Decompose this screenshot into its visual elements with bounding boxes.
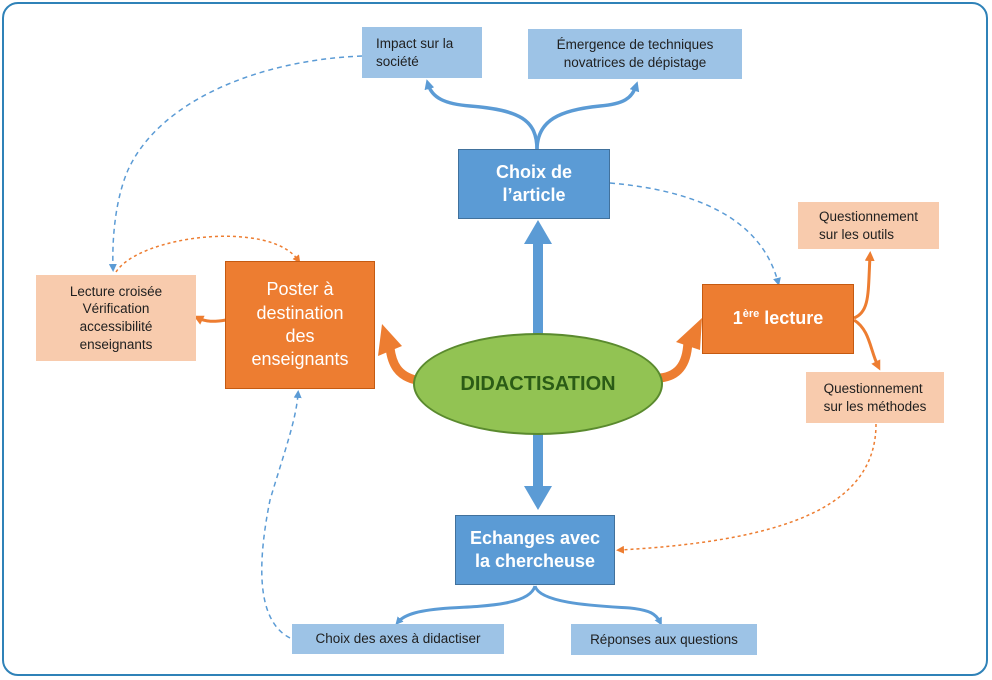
center-label: DIDACTISATION	[460, 372, 616, 395]
node-poster-line1: Poster à	[266, 279, 334, 300]
node-echanges: Echanges avec la chercheuse	[455, 515, 615, 585]
arrow-choix-to-impact	[424, 79, 539, 151]
detail-impact-line2: société	[376, 53, 419, 69]
arrow-echanges-to-reponses	[533, 585, 662, 626]
detail-questionnement-methodes-line2: sur les méthodes	[823, 398, 927, 414]
node-poster-line3: des	[285, 326, 315, 346]
node-choix-article-line1: Choix de	[495, 161, 572, 182]
detail-impact: Impact sur la société	[362, 27, 482, 78]
detail-choix-axes: Choix des axes à didactiser	[292, 624, 504, 654]
detail-reponses-label: Réponses aux questions	[590, 631, 738, 647]
detail-lecture-croisee: Lecture croisée Vérification accessibili…	[36, 275, 196, 361]
node-premiere-lecture-rest: lecture	[759, 308, 824, 329]
detail-lecture-croisee-line2: Vérification	[82, 301, 150, 317]
detail-emergence-line1: Émergence de techniques	[556, 37, 714, 53]
detail-lecture-croisee-line4: enseignants	[79, 336, 153, 352]
dashed-lecture-croisee-to-poster	[115, 235, 301, 273]
arrow-lecture-to-methodes	[853, 318, 881, 371]
node-choix-article-line2: l’article	[502, 185, 566, 205]
detail-choix-axes-label: Choix des axes à didactiser	[315, 631, 481, 647]
dashed-axes-to-poster	[261, 390, 302, 639]
arrow-center-to-poster	[378, 324, 418, 385]
node-premiere-lecture: 1ère lecture	[702, 284, 854, 354]
detail-emergence: Émergence de techniques novatrices de dé…	[528, 29, 742, 79]
arrow-center-to-lecture	[659, 318, 702, 383]
detail-questionnement-outils-line1: Questionnement	[818, 208, 919, 224]
dashed-methodes-to-echanges	[616, 423, 877, 554]
arrow-poster-to-lecture-croisee	[193, 315, 227, 325]
detail-lecture-croisee-line1: Lecture croisée	[69, 283, 163, 299]
detail-lecture-croisee-line3: accessibilité	[79, 319, 153, 334]
detail-questionnement-outils-line2: sur les outils	[818, 226, 894, 242]
detail-reponses: Réponses aux questions	[571, 624, 757, 655]
node-premiere-lecture-sup: ère	[742, 308, 760, 321]
arrow-center-to-choix	[524, 220, 552, 335]
arrow-lecture-to-outils	[853, 251, 875, 320]
detail-emergence-line2: novatrices de dépistage	[563, 55, 707, 70]
detail-questionnement-methodes: Questionnement sur les méthodes	[806, 372, 944, 423]
arrow-center-to-echanges	[524, 434, 552, 510]
detail-questionnement-outils: Questionnement sur les outils	[798, 202, 939, 249]
detail-impact-line1: Impact sur la	[376, 35, 454, 51]
node-echanges-line1: Echanges avec	[469, 527, 601, 548]
detail-questionnement-methodes-line1: Questionnement	[823, 380, 923, 396]
dashed-impact-to-lecture-croisee	[108, 55, 363, 272]
node-echanges-line2: la chercheuse	[474, 551, 596, 571]
node-poster-line4: enseignants	[251, 349, 349, 370]
node-choix-article: Choix de l’article	[458, 149, 610, 219]
arrow-choix-to-emergence	[535, 81, 640, 151]
arrow-echanges-to-axes	[395, 585, 537, 626]
dashed-choix-to-lecture	[609, 182, 781, 286]
center-didactisation: DIDACTISATION	[413, 333, 663, 435]
node-poster: Poster à destination des enseignants	[225, 261, 375, 389]
node-poster-line2: destination	[256, 302, 344, 323]
node-premiere-lecture-number: 1	[732, 308, 743, 329]
